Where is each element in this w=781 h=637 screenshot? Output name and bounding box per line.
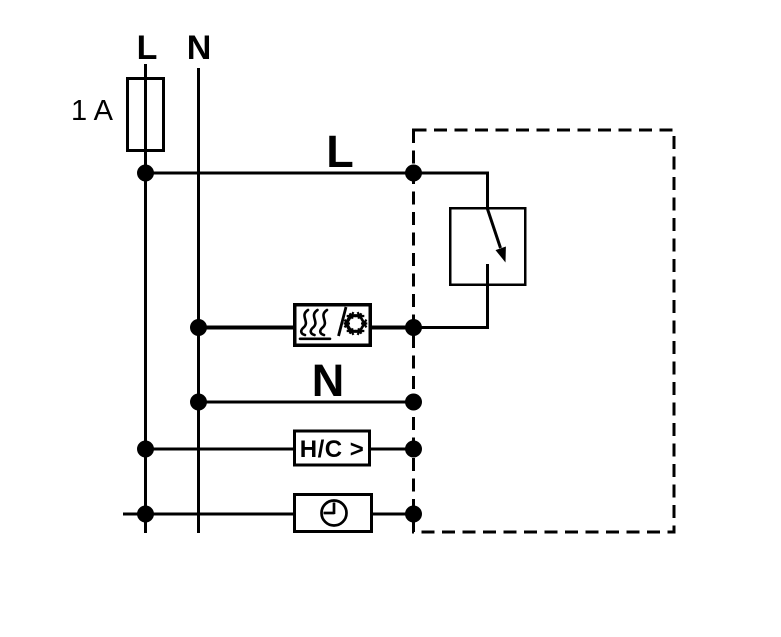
live-wire-label: L xyxy=(326,126,354,177)
junction-dots xyxy=(137,164,422,523)
snowflake-icon xyxy=(342,310,369,337)
switch-arrow-icon xyxy=(486,208,506,263)
junction-dot xyxy=(137,505,154,523)
hc-output-label: H/C > xyxy=(299,436,365,463)
fuse-symbol xyxy=(126,77,165,152)
clock-icon xyxy=(320,499,348,527)
heating-waves-icon xyxy=(298,308,332,341)
junction-dot xyxy=(137,440,154,458)
switch-output-wire xyxy=(413,264,489,329)
fuse-rating-label: 1 A xyxy=(71,95,113,127)
hc-output-box xyxy=(293,429,371,467)
neutral-wire-label: N xyxy=(311,355,345,406)
live-wire xyxy=(144,171,489,208)
junction-dot xyxy=(405,505,422,523)
heat-cool-separator-slash xyxy=(337,306,348,337)
junction-dot xyxy=(190,319,207,336)
supply-neutral-label: N xyxy=(186,29,212,67)
junction-dot xyxy=(190,393,207,411)
junction-dot xyxy=(405,393,422,411)
junction-dot xyxy=(405,319,422,336)
junction-dot xyxy=(137,164,154,182)
junction-dot xyxy=(405,164,422,182)
junction-dot xyxy=(405,440,422,458)
device-boundary-dashed-box xyxy=(412,128,676,534)
supply-live-label: L xyxy=(136,29,158,67)
